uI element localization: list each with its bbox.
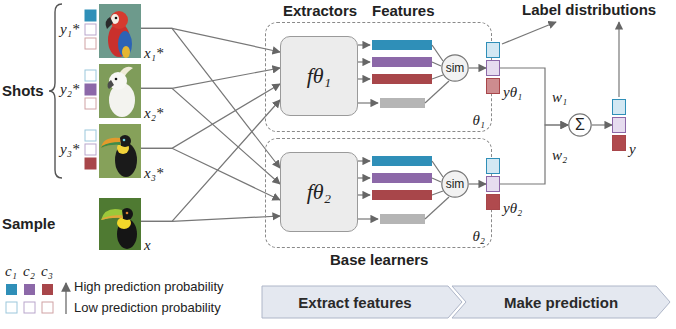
- cockatoo-picture: [99, 64, 141, 118]
- connector: [141, 68, 280, 88]
- node-text: Extract features: [298, 295, 411, 310]
- similarity-circle: sim: [441, 170, 469, 198]
- node-text: x₃*: [144, 166, 163, 181]
- node-text: sim: [446, 178, 465, 190]
- node-text: x: [144, 238, 151, 253]
- legend-swatch: [42, 284, 53, 295]
- probability-cell: [612, 117, 626, 133]
- probability-cell: [486, 78, 500, 94]
- toucan-picture: [99, 124, 141, 178]
- node-text: yθ₂: [503, 201, 522, 216]
- leader-line: [502, 22, 556, 44]
- column-heading: Extractors: [283, 2, 357, 20]
- probability-cell: [612, 135, 626, 151]
- node-text: θ₁: [472, 113, 485, 128]
- group-heading: Shots: [2, 82, 44, 100]
- node-text: fθ₁: [307, 65, 332, 87]
- similarity-circle: sim: [441, 54, 469, 82]
- connector: [141, 88, 280, 184]
- label-distribution: yθ₁: [486, 42, 500, 94]
- label-distribution: yθ₂: [486, 158, 500, 210]
- node-text: Make prediction: [504, 295, 618, 310]
- shot-image: x₃*: [99, 124, 141, 178]
- feature-bars: [358, 156, 449, 224]
- connector: [141, 216, 280, 221]
- node-text: fθ₂: [307, 181, 332, 203]
- output-distribution: y: [612, 99, 626, 151]
- toucan-picture: [99, 198, 141, 250]
- extractor-box: fθ₁: [280, 36, 358, 116]
- probability-cell: [612, 99, 626, 115]
- base-learner-group: θ₂ fθ₂ sim: [265, 138, 492, 248]
- probability-cell: [486, 158, 500, 174]
- shot-label-vector: [85, 10, 96, 49]
- shot-label-vector: [85, 70, 96, 109]
- base-learner-group: θ₁ fθ₁ sim: [265, 22, 492, 132]
- node-text: yθ₁: [503, 85, 522, 100]
- node-text: θ₂: [472, 229, 485, 244]
- probability-cell: [486, 176, 500, 192]
- leader-line: [618, 22, 619, 97]
- connector: [469, 183, 486, 184]
- node-text: x₁*: [144, 46, 163, 61]
- circle-outline: [442, 171, 468, 197]
- legend-swatch: [24, 284, 35, 295]
- feature-bars: [358, 40, 449, 108]
- node-text: sim: [446, 62, 465, 74]
- legend-class-name: c₁: [5, 262, 17, 280]
- circle-outline: [442, 55, 468, 81]
- legend-note: High prediction probability: [74, 279, 224, 295]
- node-text: Σ: [575, 117, 585, 133]
- legend-class-name: c₂: [23, 262, 35, 280]
- legend-class-name: c₃: [41, 262, 53, 280]
- parrot-picture: [99, 4, 141, 58]
- connector: [141, 148, 280, 200]
- probability-cell: [486, 194, 500, 210]
- chevron-outline: [452, 286, 670, 318]
- label-vector-name: y₁*: [60, 20, 79, 38]
- probability-cell: [486, 60, 500, 76]
- group-heading: Base learners: [330, 251, 428, 269]
- sum-circle: Σ: [568, 113, 592, 137]
- shot-image: x₂*: [99, 64, 141, 118]
- label-vector-name: y₃*: [60, 140, 79, 158]
- circle-outline: [569, 114, 591, 136]
- connector: [141, 100, 280, 221]
- stage-chevron: Extract features: [262, 286, 462, 318]
- column-heading: Label distributions: [522, 1, 656, 19]
- label-vector-name: y₂*: [60, 80, 79, 98]
- weight-label: w₂: [550, 146, 569, 164]
- weight-label: w₁: [550, 88, 569, 106]
- group-heading: Sample: [2, 215, 55, 233]
- sample-image: x: [99, 198, 141, 250]
- legend-low-row: [6, 302, 53, 313]
- shot-image: x₁*: [99, 4, 141, 58]
- node-text: y: [629, 142, 636, 157]
- probability-arrow: [65, 283, 66, 314]
- probability-cell: [486, 42, 500, 58]
- connector: [141, 84, 280, 148]
- shot-label-vector: [85, 130, 96, 169]
- connector: [469, 67, 486, 68]
- connector: [141, 28, 280, 168]
- column-heading: Features: [372, 2, 435, 20]
- extractor-box: fθ₂: [280, 152, 358, 232]
- node-text: x₂*: [144, 106, 163, 121]
- legend-note: Low prediction probability: [74, 300, 221, 316]
- chevron-outline: [262, 286, 462, 318]
- stage-chevron: Make prediction: [452, 286, 670, 318]
- connector: [592, 124, 612, 125]
- legend-swatch: [6, 284, 17, 295]
